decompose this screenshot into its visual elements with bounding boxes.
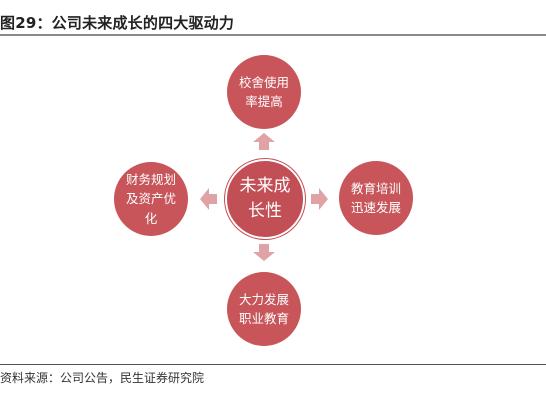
node-finance-asset-optimization-label: 财务规划 及资产优 化 [125, 171, 176, 226]
arrow-right-icon [310, 187, 330, 211]
arrow-down-icon [252, 243, 276, 263]
figure-title: 图29：公司未来成长的四大驱动力 [0, 14, 235, 32]
node-education-training-label: 教育培训 迅速发展 [350, 180, 401, 215]
node-vocational-education-label: 大力发展 职业教育 [238, 291, 289, 326]
node-future-growth-label: 未来成 长性 [239, 176, 291, 221]
node-finance-asset-optimization: 财务规划 及资产优 化 [114, 162, 188, 236]
node-campus-utilization-label: 校舍使用 率提高 [238, 74, 289, 109]
node-vocational-education: 大力发展 职业教育 [227, 272, 301, 346]
title-rule [0, 34, 546, 36]
arrow-left-icon [198, 187, 218, 211]
source-note: 资料来源：公司公告，民生证券研究院 [0, 371, 205, 385]
footer-rule [0, 364, 546, 365]
node-future-growth: 未来成 长性 [225, 159, 305, 239]
node-campus-utilization: 校舍使用 率提高 [227, 55, 301, 129]
node-education-training: 教育培训 迅速发展 [339, 161, 413, 235]
arrow-up-icon [252, 131, 276, 151]
